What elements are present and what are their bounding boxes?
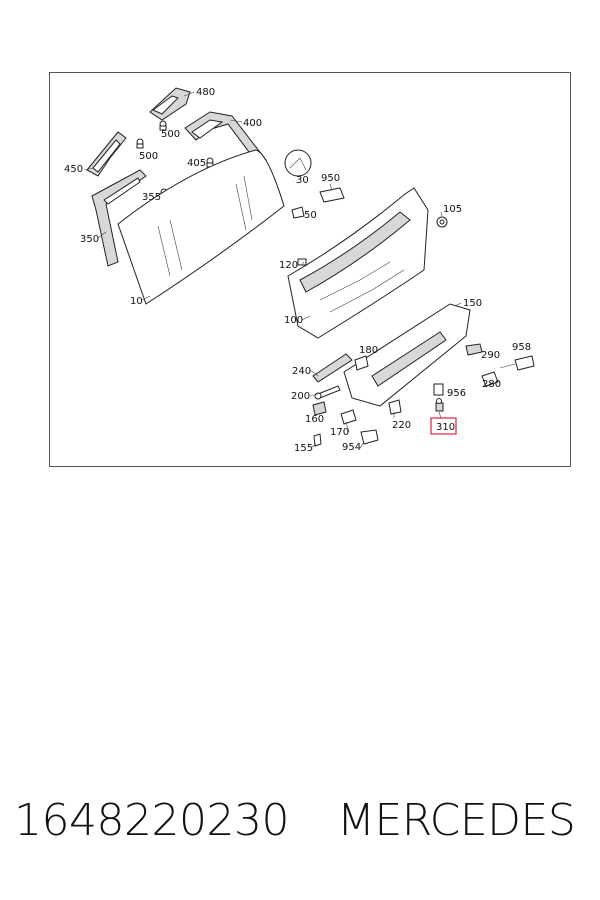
leader-lines <box>83 91 462 449</box>
highlight-box <box>430 417 457 435</box>
part-105 <box>436 216 448 228</box>
callout-310: 310 <box>436 422 455 433</box>
callout-160: 160 <box>305 414 324 425</box>
part-500-clip-a <box>159 120 167 131</box>
part-240 <box>312 353 353 383</box>
callout-500-b: 500 <box>139 151 158 162</box>
part-350 <box>91 169 147 267</box>
callout-180: 180 <box>359 345 378 356</box>
part-155 <box>313 433 322 447</box>
part-954 <box>360 429 379 445</box>
callout-200: 200 <box>291 391 310 402</box>
callout-220: 220 <box>392 420 411 431</box>
part-170 <box>340 409 357 425</box>
callout-105: 105 <box>443 204 462 215</box>
part-number: 1648220230 <box>14 795 289 846</box>
callout-405: 405 <box>187 158 206 169</box>
callout-30: 30 <box>296 175 309 186</box>
callout-450: 450 <box>64 164 83 175</box>
part-405 <box>206 157 214 168</box>
part-150-garnish <box>343 303 471 407</box>
callout-950: 950 <box>321 173 340 184</box>
part-958 <box>499 355 535 371</box>
callout-958: 958 <box>512 342 531 353</box>
callout-400: 400 <box>243 118 262 129</box>
part-310 <box>435 398 444 412</box>
part-950 <box>319 187 345 203</box>
part-450 <box>86 131 127 177</box>
part-290 <box>465 343 483 356</box>
callout-290: 290 <box>481 350 500 361</box>
callout-10: 10 <box>130 296 143 307</box>
footer: 1648220230 MERCEDES <box>0 795 600 865</box>
callout-500-a: 500 <box>161 129 180 140</box>
part-50 <box>291 206 305 219</box>
part-480 <box>149 87 191 121</box>
callout-350: 350 <box>80 234 99 245</box>
callout-120: 120 <box>279 260 298 271</box>
part-10-window <box>117 149 285 305</box>
part-120 <box>297 258 307 266</box>
callout-170: 170 <box>330 427 349 438</box>
callout-240: 240 <box>292 366 311 377</box>
part-280 <box>481 371 499 387</box>
callout-355: 355 <box>142 192 161 203</box>
part-100-panel <box>287 187 429 339</box>
callout-956: 956 <box>447 388 466 399</box>
callout-954: 954 <box>342 442 361 453</box>
part-200-screw <box>314 385 341 400</box>
part-30-emblem <box>284 149 312 177</box>
callout-100: 100 <box>284 315 303 326</box>
part-220 <box>388 399 402 415</box>
part-160 <box>312 401 327 416</box>
part-180 <box>354 355 369 371</box>
callout-480: 480 <box>196 87 215 98</box>
brand-name: MERCEDES <box>337 795 576 846</box>
callout-280: 280 <box>482 379 501 390</box>
part-956 <box>433 383 444 396</box>
callout-150: 150 <box>463 298 482 309</box>
callout-50: 50 <box>304 210 317 221</box>
callout-155: 155 <box>294 443 313 454</box>
part-500-clip-b <box>136 138 144 149</box>
